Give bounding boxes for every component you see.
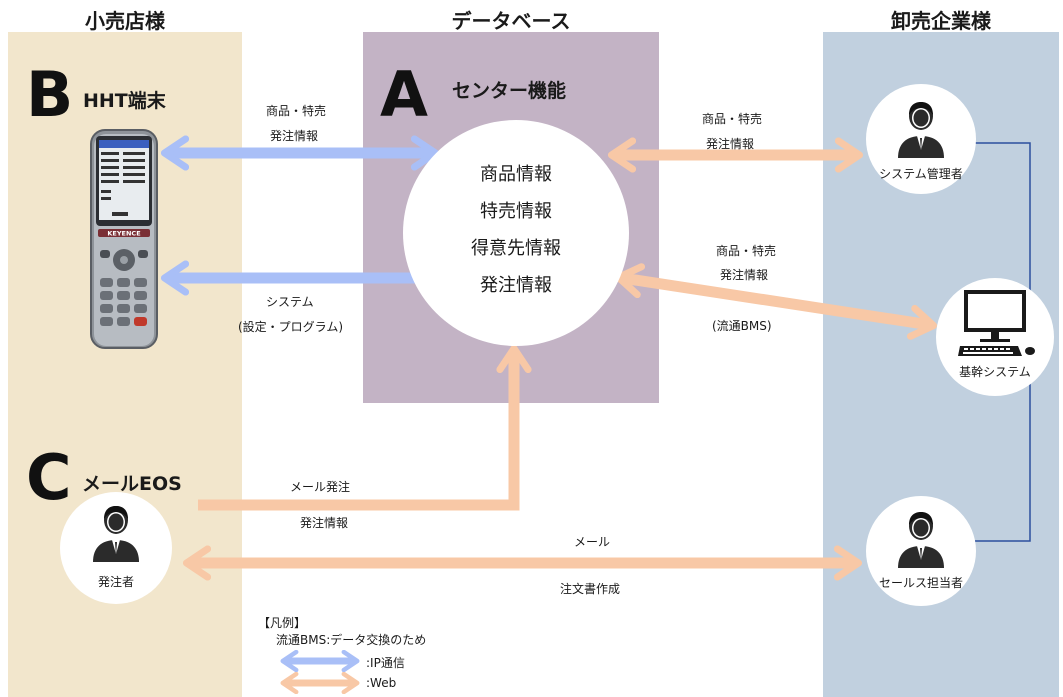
orderer-label: 発注者 <box>97 575 134 589</box>
label-mgr-1: 商品・特売 <box>702 112 763 126</box>
retail-heading: 小売店様 <box>85 9 165 33</box>
label-hht-top-1: 商品・特売 <box>266 104 327 118</box>
manager-label: システム管理者 <box>879 167 963 181</box>
core-system-label: 基幹システム <box>959 365 1031 379</box>
wholesale-heading: 卸売企業様 <box>891 9 991 33</box>
section-b-letter: B <box>26 58 74 131</box>
center-items: 商品情報 特売情報 得意先情報 発注情報 <box>403 156 629 304</box>
center-circle <box>403 120 629 346</box>
label-sys-3: (流通BMS) <box>712 319 772 333</box>
legend-ip-label: :IP通信 <box>366 656 405 670</box>
sales-label: セールス担当者 <box>878 576 963 590</box>
center-item: 特売情報 <box>480 201 552 222</box>
label-mail-2: 発注情報 <box>300 516 349 530</box>
label-sales-1: メール <box>574 535 611 549</box>
center-item: 発注情報 <box>480 275 552 296</box>
person-icon <box>898 102 944 158</box>
center-item: 得意先情報 <box>471 238 561 259</box>
section-c-title: メールEOS <box>82 473 182 495</box>
computer-icon <box>958 290 1035 356</box>
arrow-mail-center <box>198 344 532 511</box>
label-hht-bottom-1: システム <box>266 295 314 309</box>
section-a-letter: A <box>380 58 428 131</box>
label-hht-top-2: 発注情報 <box>270 129 319 143</box>
arrow-center-system <box>615 263 937 340</box>
label-mail-1: メール発注 <box>290 480 351 494</box>
person-icon <box>93 506 139 562</box>
label-sales-2: 注文書作成 <box>560 582 621 596</box>
section-b-title: HHT端末 <box>83 90 166 112</box>
database-heading: データベース <box>451 9 571 33</box>
device-brand: KEYENCE <box>107 230 140 238</box>
legend-title: 【凡例】 <box>258 616 307 630</box>
legend-web-label: :Web <box>366 676 397 690</box>
section-c-letter: C <box>26 441 72 514</box>
label-hht-bottom-2: (設定・プログラム) <box>238 320 344 334</box>
legend-note: 流通BMS:データ交換のため <box>276 633 427 647</box>
section-a-title: センター機能 <box>452 80 567 102</box>
label-sys-2: 発注情報 <box>720 268 769 282</box>
label-mgr-2: 発注情報 <box>706 137 755 151</box>
hht-device-icon: KEYENCE <box>90 129 158 349</box>
label-sys-1: 商品・特売 <box>716 244 777 258</box>
center-item: 商品情報 <box>480 164 552 185</box>
person-icon <box>898 512 944 568</box>
